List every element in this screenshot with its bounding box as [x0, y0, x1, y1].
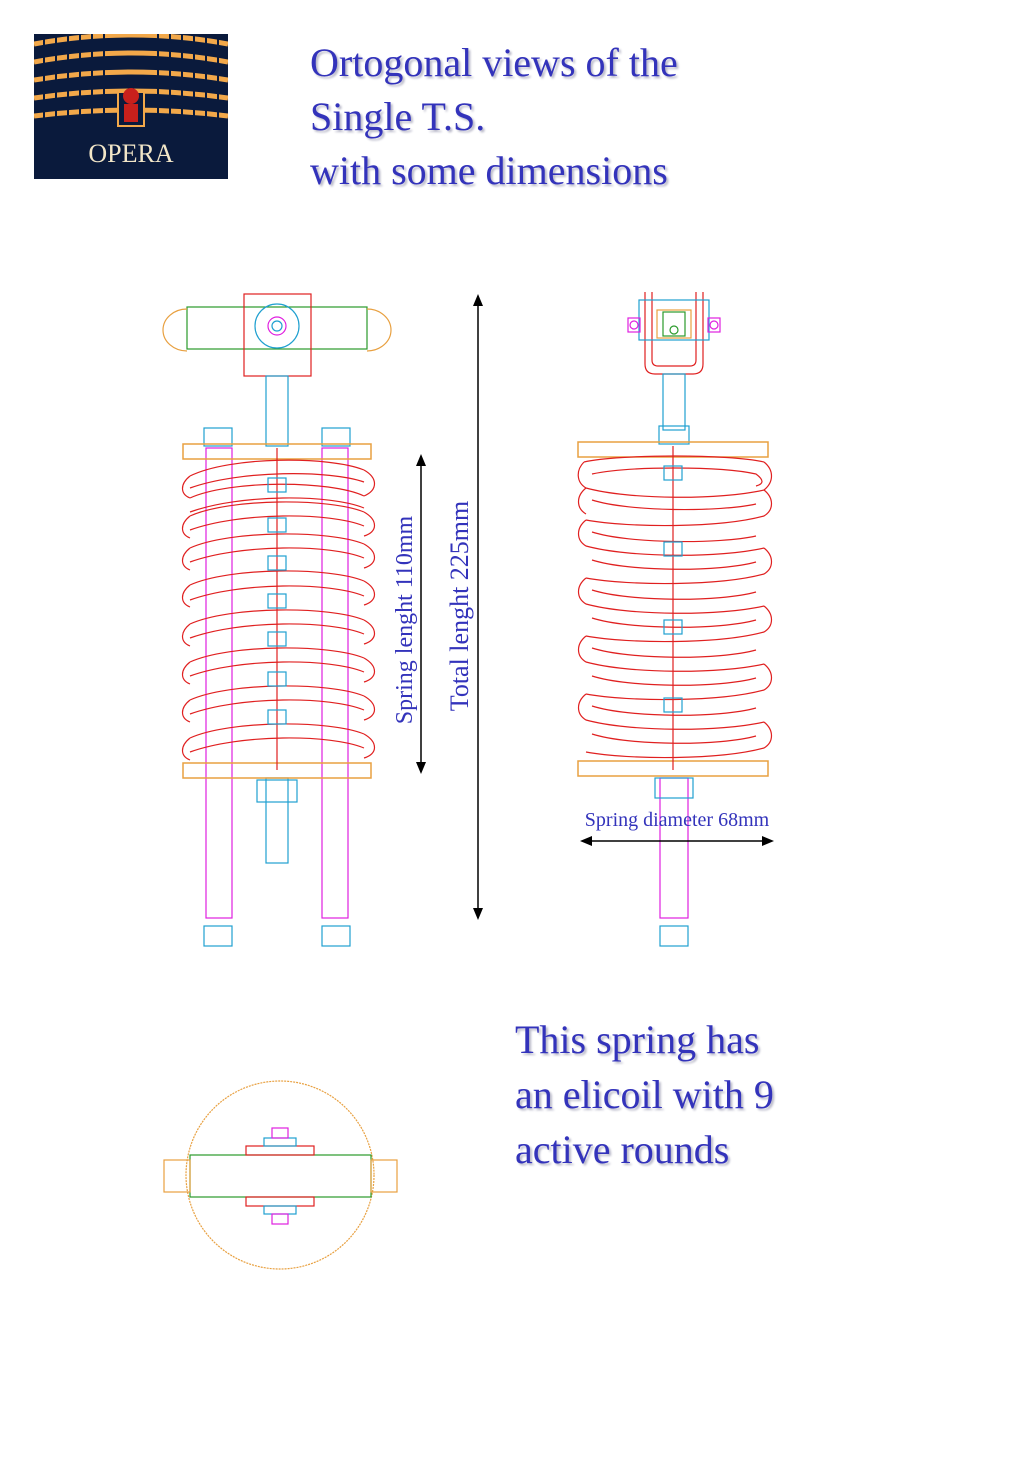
title-line: Single T.S. [310, 94, 486, 139]
spring-length-label: Spring lenght 110mm [392, 515, 418, 724]
side-view [577, 292, 773, 947]
top-view [163, 1080, 398, 1270]
page-title: Ortogonal views of the Single T.S. with … [310, 36, 910, 198]
spring-note: This spring has an elicoil with 9 active… [515, 1012, 915, 1177]
spring-diameter-dimension [580, 836, 774, 846]
total-length-label: Total lenght 225mm [445, 501, 474, 712]
logo-text: OPERA [88, 139, 173, 168]
note-line: This spring has [515, 1017, 760, 1062]
note-line: an elicoil with 9 [515, 1072, 774, 1117]
total-length-dimension [473, 294, 483, 920]
title-line: Ortogonal views of the [310, 40, 678, 85]
spring-length-dimension [416, 454, 426, 774]
note-line: active rounds [515, 1127, 730, 1172]
title-line: with some dimensions [310, 148, 668, 193]
spring-diameter-label: Spring diameter 68mm [585, 809, 770, 831]
front-view [162, 293, 392, 947]
opera-logo: OPERA [34, 34, 228, 179]
